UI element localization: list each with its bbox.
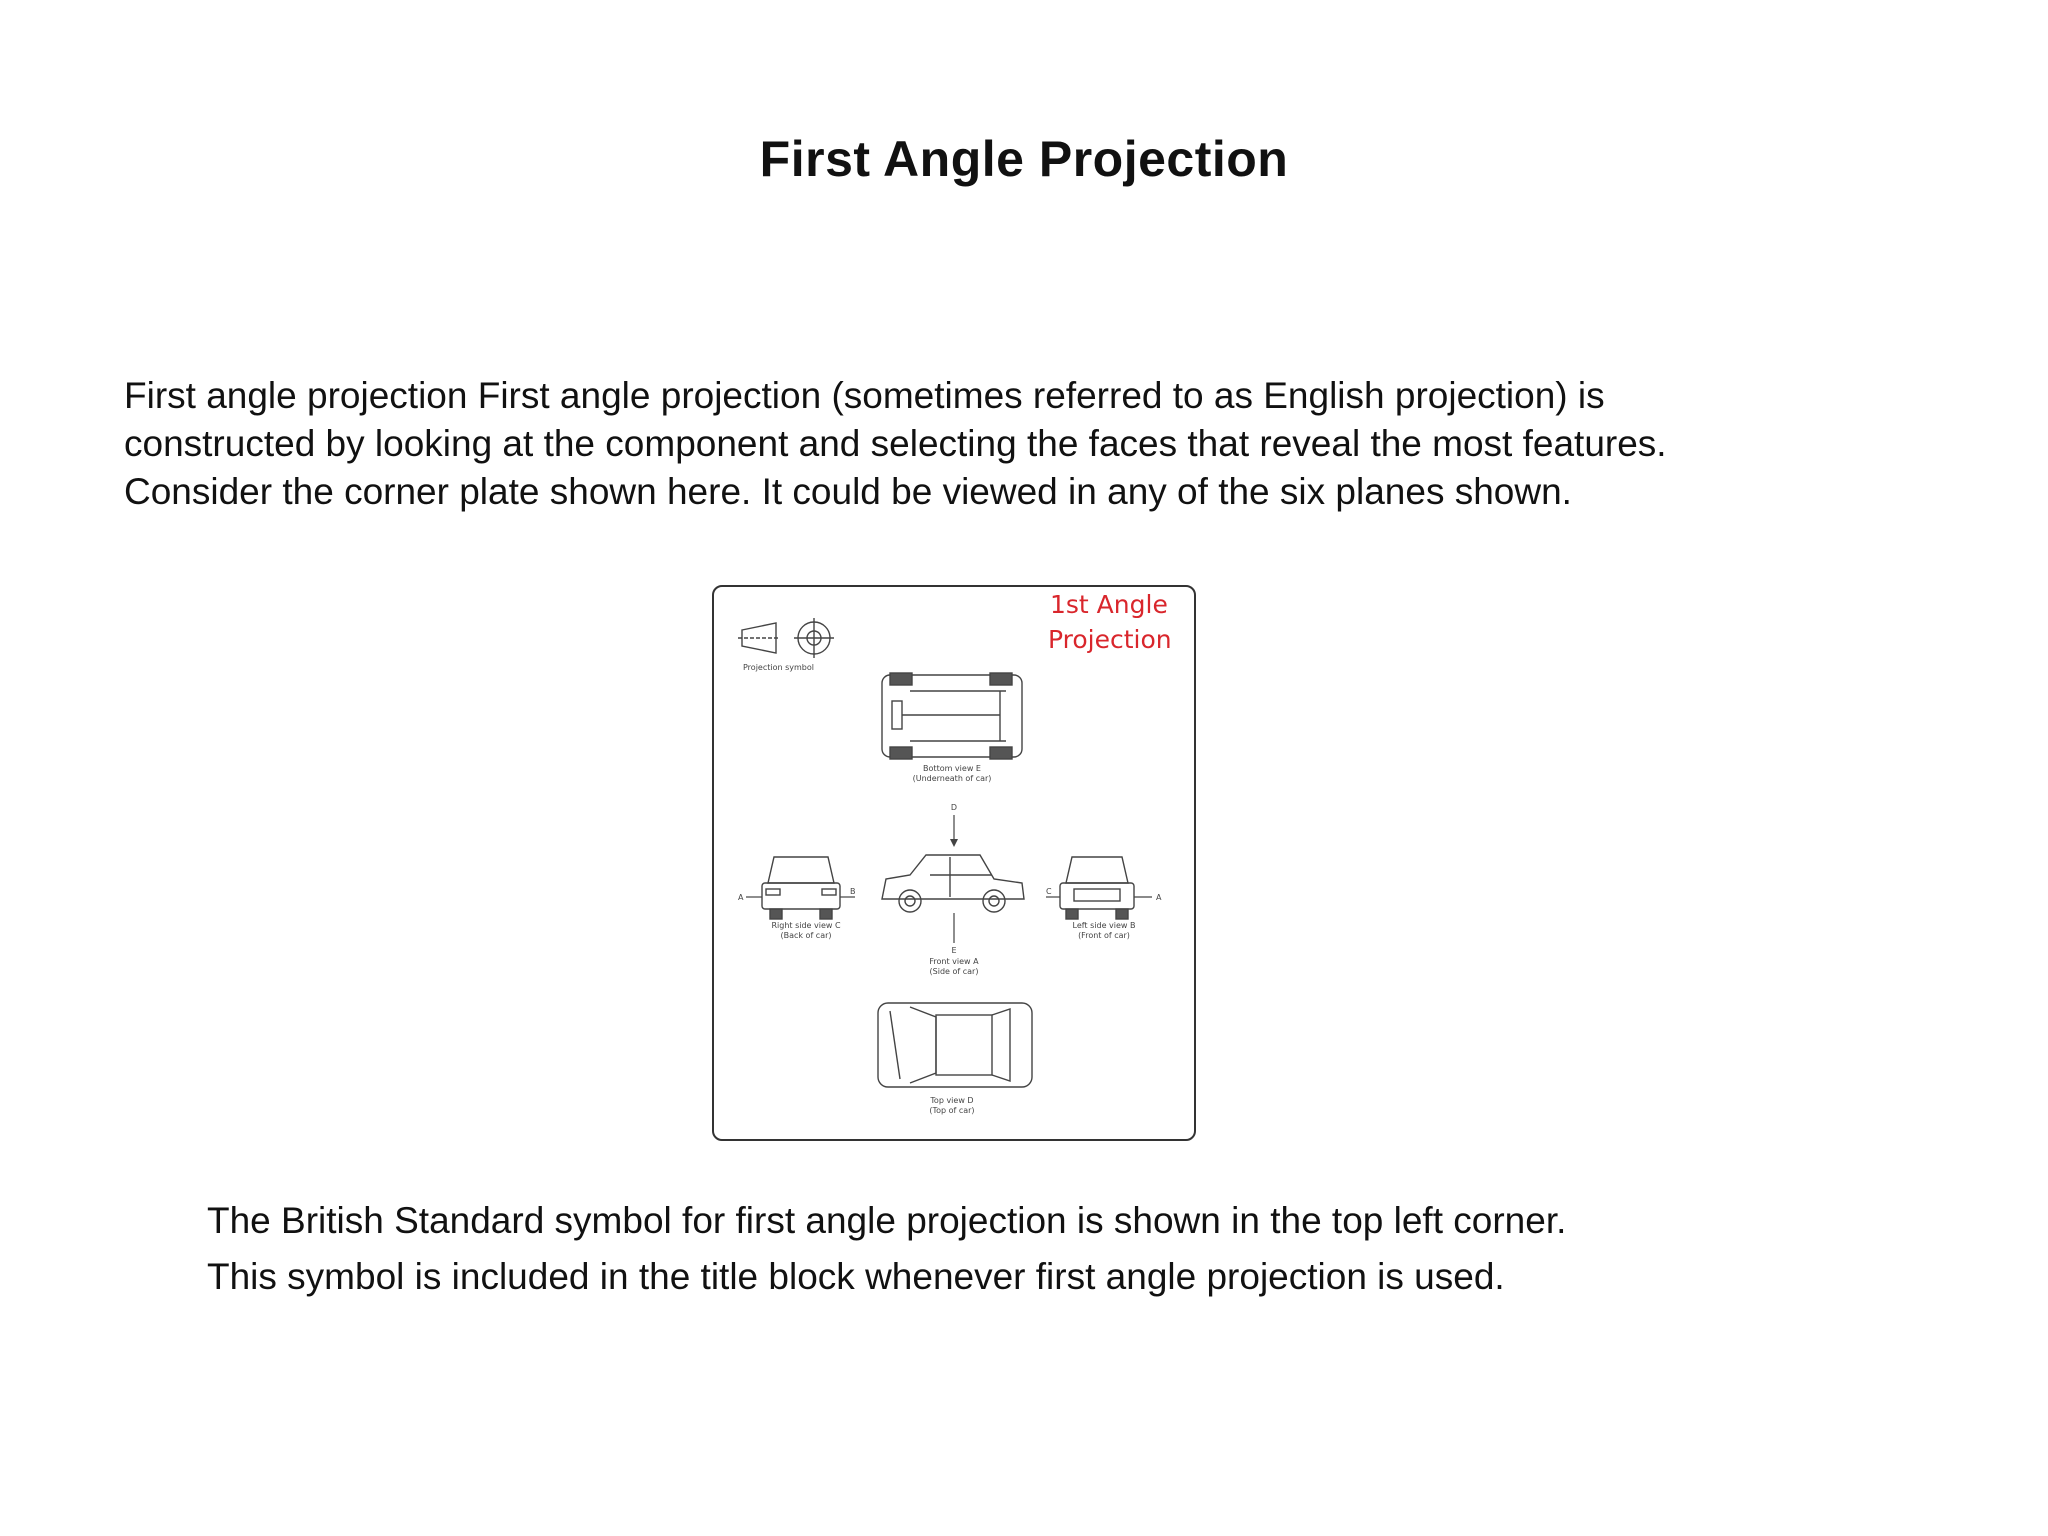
intro-paragraph: First angle projection First angle proje… bbox=[124, 372, 1944, 516]
symbol-note: The British Standard symbol for first an… bbox=[207, 1193, 2007, 1305]
figure-heading-line2: Projection bbox=[1048, 625, 1172, 654]
back-of-car-icon bbox=[761, 856, 841, 920]
front-view-sublabel: (Side of car) bbox=[930, 967, 979, 976]
intro-line: constructed by looking at the component … bbox=[124, 423, 1667, 464]
left-view-label: Left side view B bbox=[1073, 921, 1136, 930]
side-of-car-icon bbox=[881, 854, 1025, 913]
left-view-sublabel: (Front of car) bbox=[1078, 931, 1130, 940]
bottom-view-car-icon bbox=[881, 672, 1023, 760]
right-view-sublabel: (Back of car) bbox=[780, 931, 831, 940]
intro-line: First angle projection First angle proje… bbox=[124, 375, 1605, 416]
front-of-car-icon bbox=[1059, 856, 1135, 920]
figure-heading-line1: 1st Angle bbox=[1050, 590, 1168, 619]
top-view-car-icon bbox=[877, 1002, 1033, 1088]
note-line: This symbol is included in the title blo… bbox=[207, 1256, 1505, 1297]
arrow-letter-a-right: A bbox=[1156, 893, 1162, 902]
slide-title: First Angle Projection bbox=[759, 131, 1289, 187]
right-view-label: Right side view C bbox=[771, 921, 841, 930]
arrow-letter-d: D bbox=[951, 803, 957, 812]
arrow-letter-a-left: A bbox=[738, 893, 744, 902]
intro-line: Consider the corner plate shown here. It… bbox=[124, 471, 1572, 512]
projection-figure: Projection symbol 1st Angle Projection B… bbox=[710, 583, 1198, 1143]
projection-symbol-caption: Projection symbol bbox=[743, 663, 814, 672]
note-line: The British Standard symbol for first an… bbox=[207, 1200, 1567, 1241]
top-view-sublabel: (Top of car) bbox=[929, 1106, 974, 1115]
projection-symbol-icon bbox=[738, 618, 834, 658]
arrow-letter-e: E bbox=[951, 946, 956, 955]
bottom-view-label: Bottom view E bbox=[923, 764, 981, 773]
top-view-label: Top view D bbox=[929, 1096, 973, 1105]
figure-border bbox=[712, 585, 1196, 1141]
bottom-view-sublabel: (Underneath of car) bbox=[913, 774, 992, 783]
arrow-letter-b: B bbox=[850, 887, 856, 896]
arrow-letter-c: C bbox=[1046, 887, 1052, 896]
front-view-label: Front view A bbox=[929, 957, 979, 966]
